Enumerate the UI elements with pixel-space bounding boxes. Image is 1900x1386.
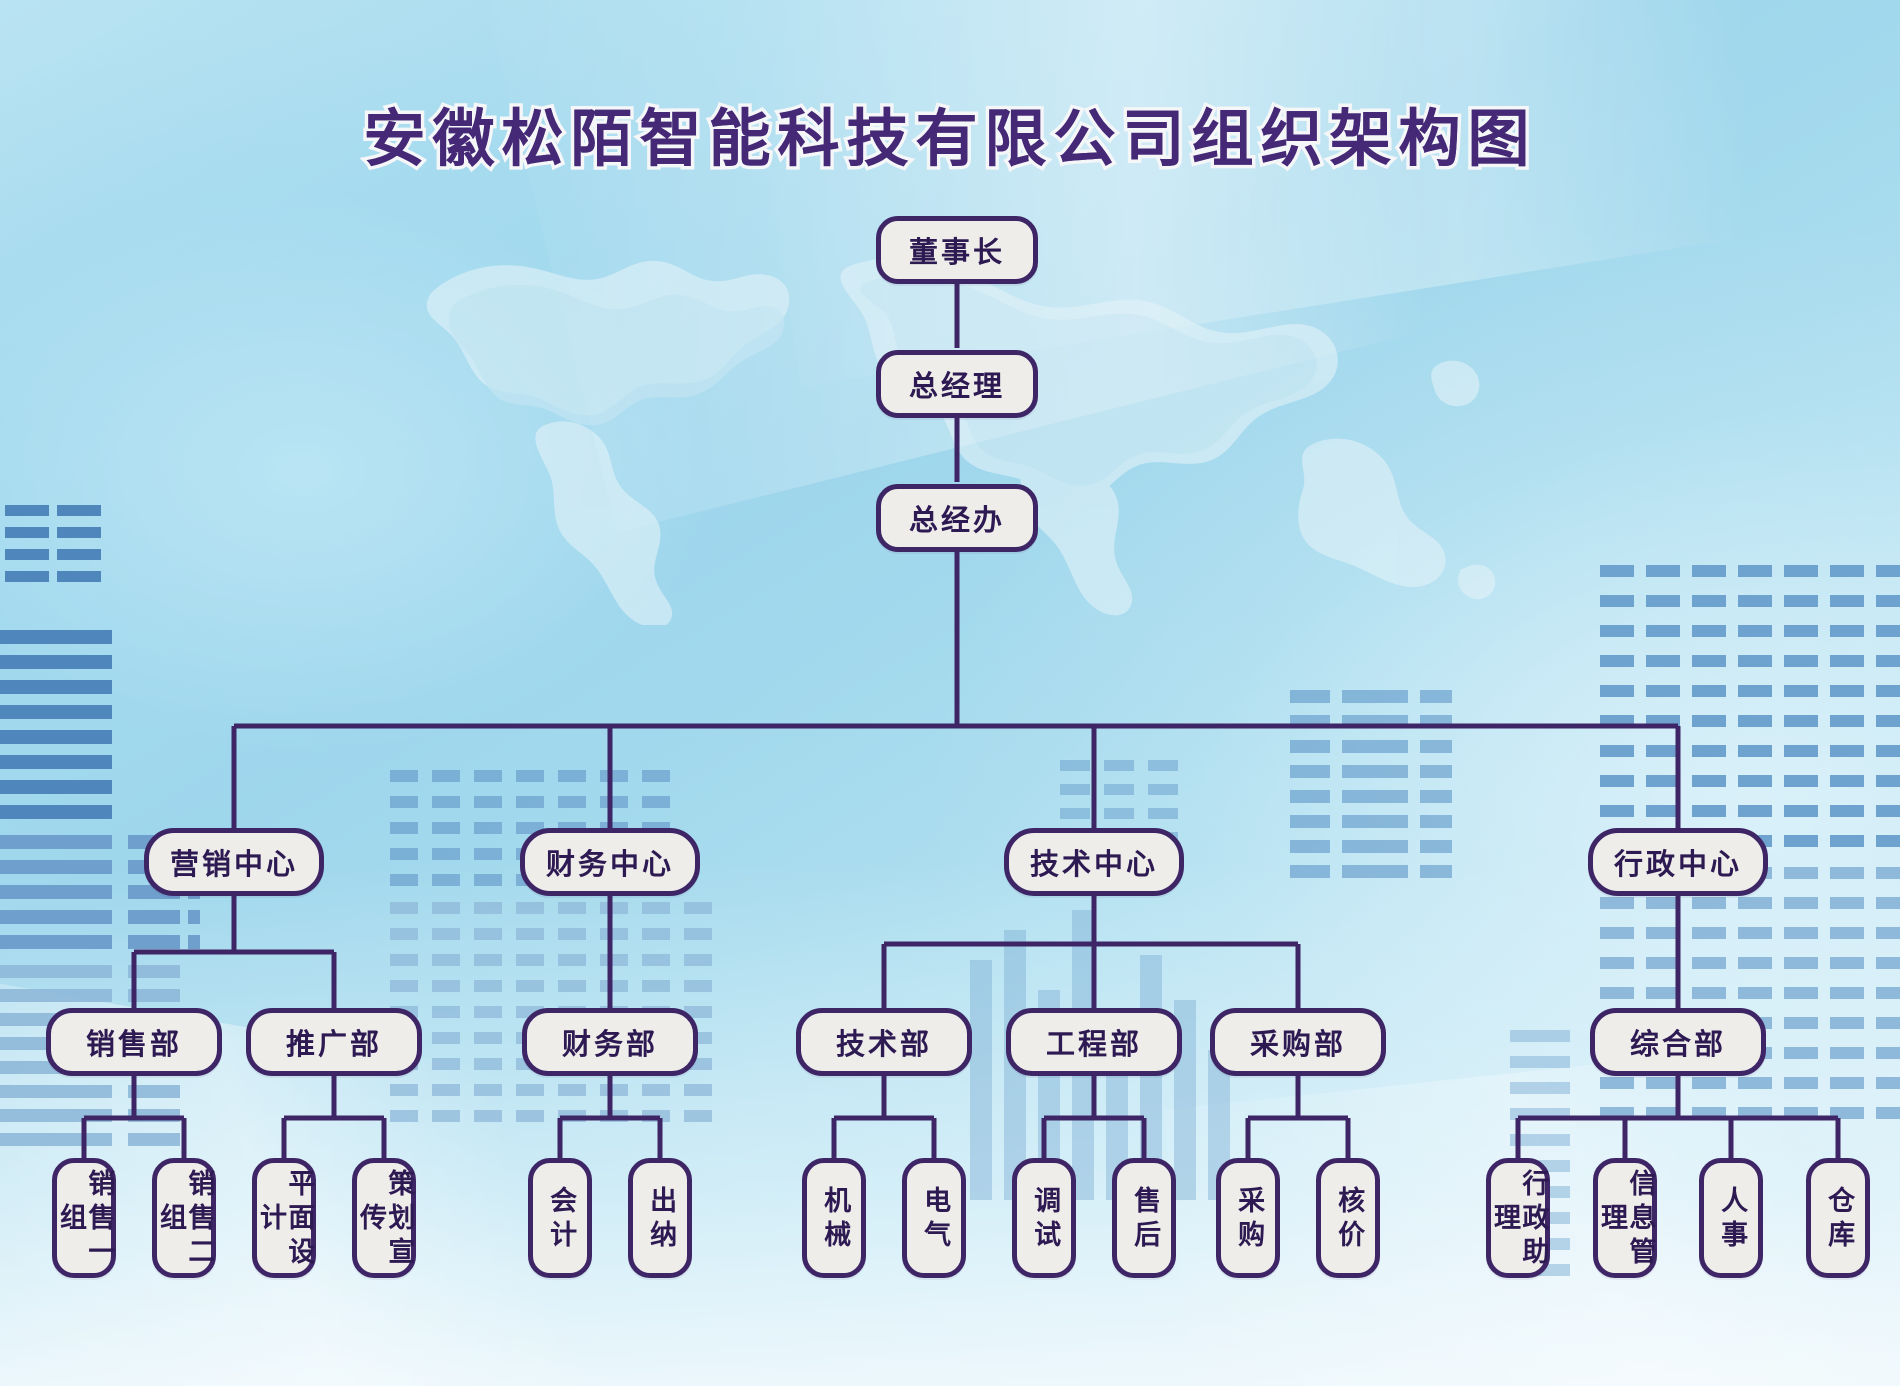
node-team-information-management[interactable]: 信息管理 — [1593, 1158, 1657, 1278]
node-center-administration[interactable]: 行政中心 — [1588, 828, 1768, 896]
node-team-after-sales[interactable]: 售后 — [1112, 1158, 1176, 1278]
node-chairman[interactable]: 董事长 — [876, 216, 1038, 284]
node-team-cashier[interactable]: 出纳 — [628, 1158, 692, 1278]
node-team-human-resources[interactable]: 人事 — [1699, 1158, 1763, 1278]
page-title: 安徽松陌智能科技有限公司组织架构图 — [363, 102, 1537, 175]
node-dept-finance[interactable]: 财务部 — [522, 1008, 698, 1076]
node-dept-general-affairs[interactable]: 综合部 — [1590, 1008, 1766, 1076]
node-dept-promotion[interactable]: 推广部 — [246, 1008, 422, 1076]
node-team-warehouse[interactable]: 仓库 — [1806, 1158, 1870, 1278]
node-center-finance[interactable]: 财务中心 — [520, 828, 700, 896]
node-dept-sales[interactable]: 销售部 — [46, 1008, 222, 1076]
node-gm-office[interactable]: 总经办 — [876, 484, 1038, 552]
node-team-commissioning[interactable]: 调试 — [1012, 1158, 1076, 1278]
node-team-mechanical[interactable]: 机械 — [802, 1158, 866, 1278]
node-team-accounting[interactable]: 会计 — [528, 1158, 592, 1278]
node-dept-engineering[interactable]: 工程部 — [1006, 1008, 1182, 1076]
node-team-price-verification[interactable]: 核价 — [1316, 1158, 1380, 1278]
node-center-marketing[interactable]: 营销中心 — [144, 828, 324, 896]
node-team-electrical[interactable]: 电气 — [902, 1158, 966, 1278]
node-dept-technology[interactable]: 技术部 — [796, 1008, 972, 1076]
node-team-admin-assistant[interactable]: 行政助理 — [1486, 1158, 1550, 1278]
node-team-graphic-design[interactable]: 平面设计 — [252, 1158, 316, 1278]
node-dept-procurement[interactable]: 采购部 — [1210, 1008, 1386, 1076]
node-team-sales-group-1[interactable]: 销售一组 — [52, 1158, 116, 1278]
node-team-planning-promotion[interactable]: 策划宣传 — [352, 1158, 416, 1278]
skyline-decoration-center-right — [1290, 690, 1460, 1030]
node-center-technology[interactable]: 技术中心 — [1004, 828, 1184, 896]
page-title-outline: 安徽松陌智能科技有限公司组织架构图 — [360, 99, 1537, 179]
node-general-manager[interactable]: 总经理 — [876, 350, 1038, 418]
node-team-purchasing[interactable]: 采购 — [1216, 1158, 1280, 1278]
node-team-sales-group-2[interactable]: 销售二组 — [152, 1158, 216, 1278]
world-map-decoration — [395, 175, 1525, 625]
